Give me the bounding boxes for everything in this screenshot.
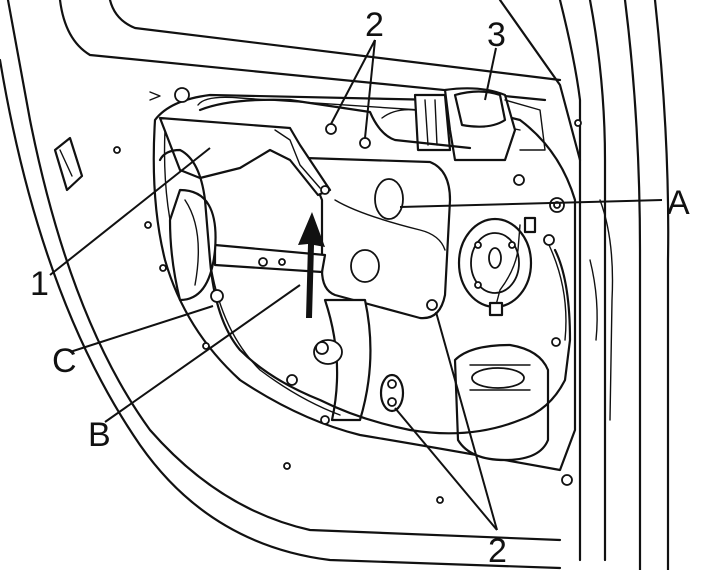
callout-3: 3 xyxy=(487,16,506,54)
frame-bracket xyxy=(158,116,332,197)
bolt-right xyxy=(426,299,438,311)
speaker-opening xyxy=(457,217,533,309)
regulator-carrier-plate xyxy=(303,156,452,320)
door-lock-assembly xyxy=(381,87,546,162)
hinge-pocket xyxy=(53,136,84,192)
mounting-bolts xyxy=(325,123,438,413)
lift-direction-arrow xyxy=(298,212,325,318)
callout-A: A xyxy=(667,184,690,222)
callout-labels: 2 3 A 1 C B 2 xyxy=(30,6,690,570)
callout-2-bottom: 2 xyxy=(488,532,507,570)
panel-holes xyxy=(113,87,582,504)
bolt-top-left xyxy=(325,123,337,135)
guide-rail xyxy=(213,243,372,422)
opening-A xyxy=(374,178,404,220)
bolt-top-right xyxy=(359,137,371,149)
plate-hole xyxy=(350,249,380,283)
callout-1: 1 xyxy=(30,265,49,303)
callout-leaders xyxy=(49,39,663,531)
callout-C: C xyxy=(52,342,77,380)
callout-2-top: 2 xyxy=(365,6,384,44)
door-shell xyxy=(0,0,670,570)
bolt-bottom-slot xyxy=(379,373,405,413)
regulator-motor xyxy=(168,188,343,365)
lower-access-opening xyxy=(453,343,550,462)
callout-B: B xyxy=(88,416,111,454)
